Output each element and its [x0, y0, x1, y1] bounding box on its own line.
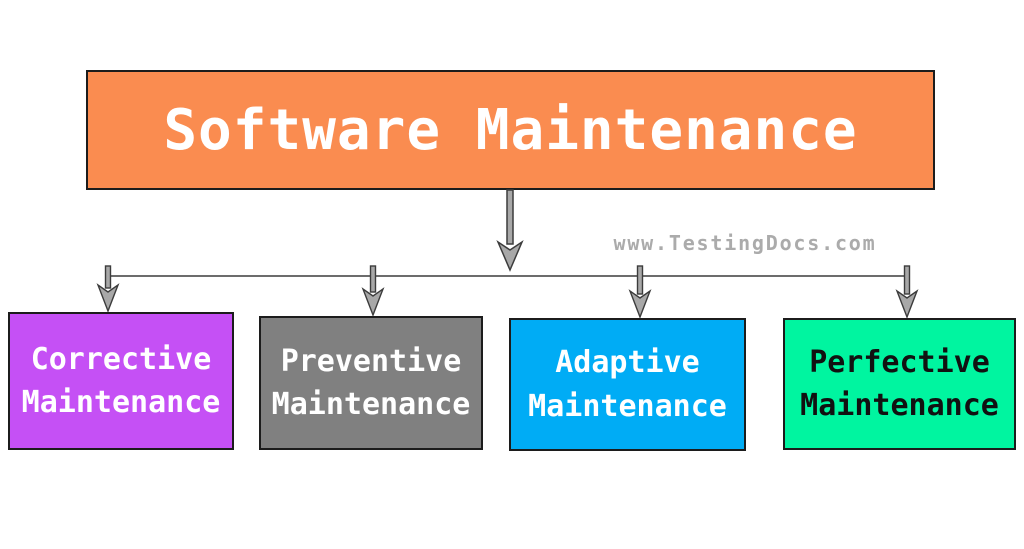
drop-arrow-stem	[636, 265, 644, 295]
drop-arrow-adaptive	[628, 265, 652, 319]
drop-arrow-head-icon	[96, 283, 120, 313]
drop-arrow-preventive	[361, 265, 385, 317]
drop-arrow-corrective	[96, 265, 120, 313]
root-drop-arrow	[496, 189, 524, 272]
drop-arrow-stem	[903, 265, 911, 295]
drop-arrow-head-icon	[895, 289, 919, 319]
drop-arrow-stem	[369, 265, 377, 293]
drop-arrow-stem	[104, 265, 112, 289]
child-node-label: Corrective Maintenance	[21, 341, 221, 421]
drop-arrow-head-icon	[628, 289, 652, 319]
child-node-label: Preventive Maintenance	[271, 343, 471, 423]
root-node-label: Software Maintenance	[163, 97, 858, 163]
watermark-text: www.TestingDocs.com	[613, 231, 877, 255]
child-node-label: Perfective Maintenance	[800, 344, 999, 424]
root-drop-arrow-head-icon	[496, 239, 524, 272]
child-node-label: Adaptive Maintenance	[528, 345, 727, 424]
drop-arrow-perfective	[895, 265, 919, 319]
child-node-preventive-maintenance: Preventive Maintenance	[259, 316, 483, 450]
child-node-perfective-maintenance: Perfective Maintenance	[783, 318, 1016, 450]
drop-arrow-head-icon	[361, 287, 385, 317]
child-node-corrective-maintenance: Corrective Maintenance	[8, 312, 234, 450]
root-drop-arrow-stem	[506, 189, 514, 245]
root-node-software-maintenance: Software Maintenance	[86, 70, 935, 190]
child-node-adaptive-maintenance: Adaptive Maintenance	[509, 318, 746, 451]
